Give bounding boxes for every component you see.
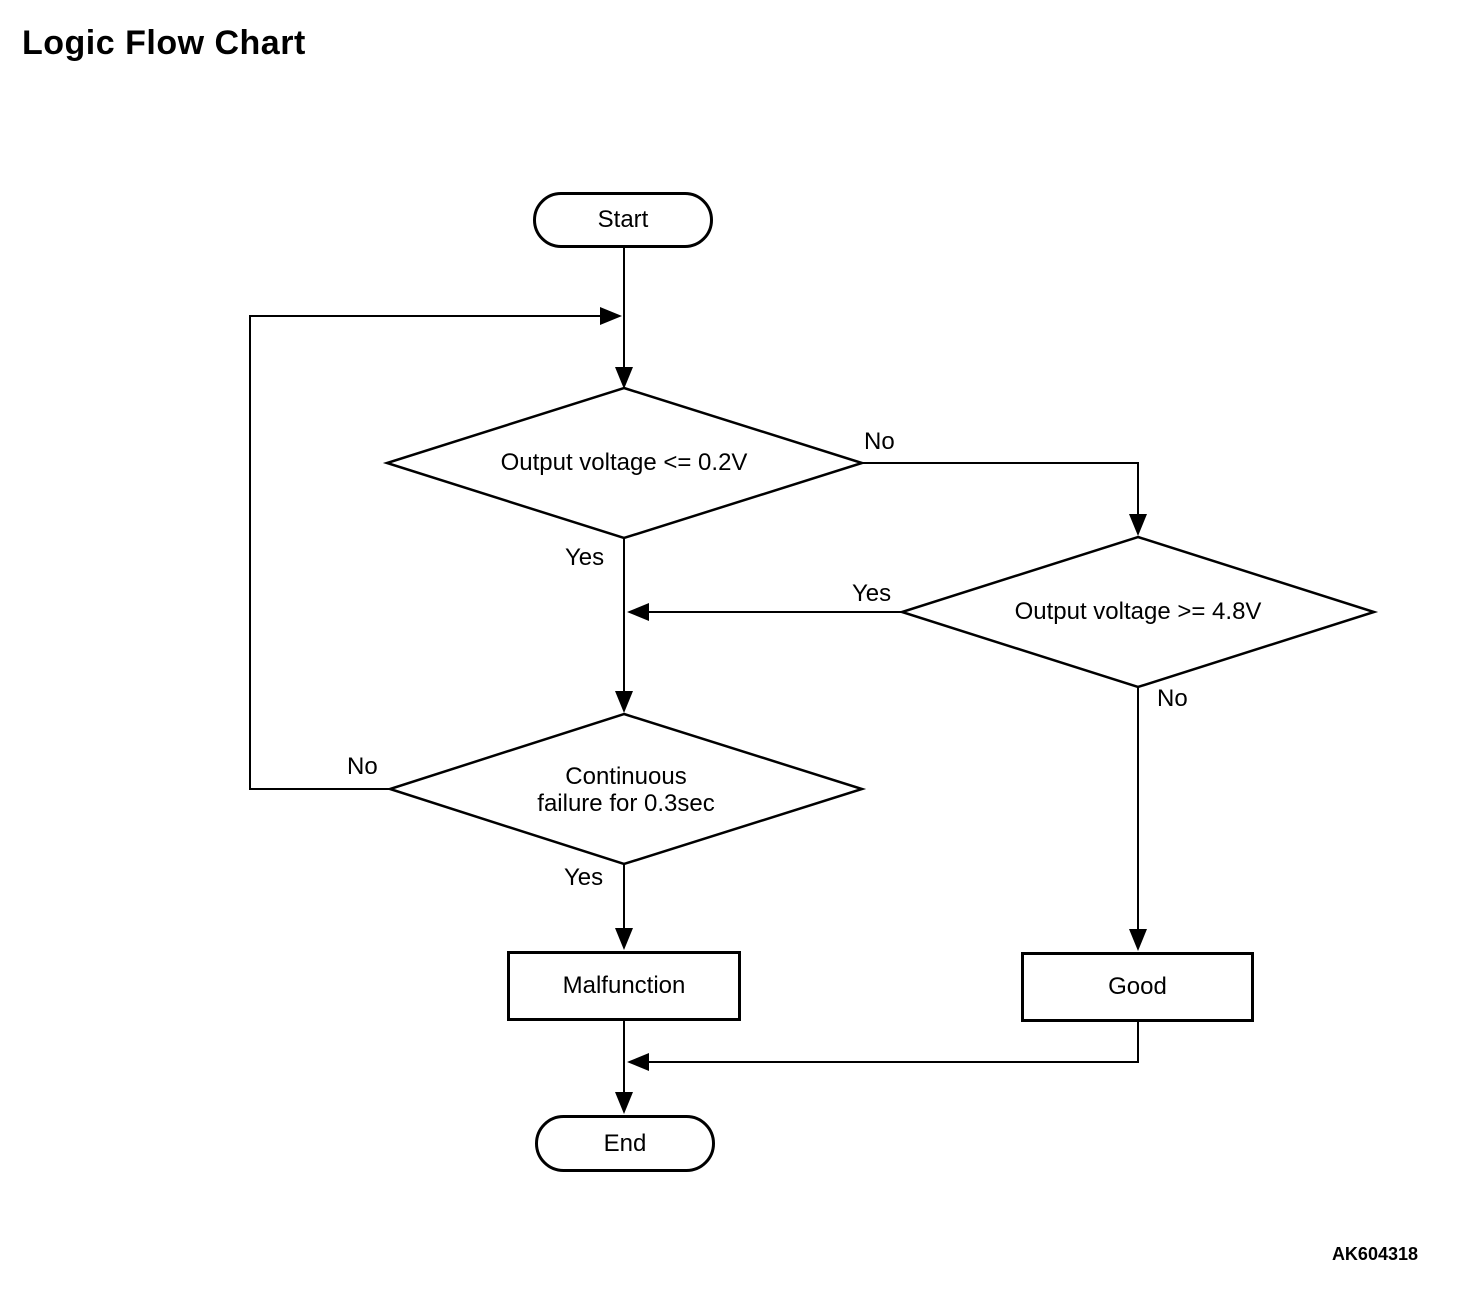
decision2-label: Output voltage >= 4.8V <box>1014 598 1262 625</box>
malfunction-node: Malfunction <box>507 951 741 1021</box>
end-node-label: End <box>603 1129 647 1157</box>
start-node-label: Start <box>597 206 649 233</box>
arrowhead-decision2-yes-join <box>627 603 649 621</box>
decision2-no-label: No <box>1157 685 1188 712</box>
arrowhead-into-decision3 <box>615 691 633 713</box>
decision1-label: Output voltage <= 0.2V <box>500 449 748 476</box>
connector-decision1-no <box>862 462 1139 516</box>
connector-loopback-no <box>249 315 600 790</box>
good-node-label: Good <box>1108 973 1167 1000</box>
arrowhead-into-decision1 <box>615 367 633 389</box>
page-title: Logic Flow Chart <box>22 24 306 62</box>
malfunction-node-label: Malfunction <box>562 972 686 999</box>
decision2-yes-label: Yes <box>852 580 892 607</box>
arrowhead-into-end <box>615 1092 633 1114</box>
decision3-yes-label: Yes <box>564 864 604 891</box>
decision1-no-label: No <box>864 428 895 455</box>
start-node: Start <box>533 192 713 248</box>
decision3-label: Continuous failure for 0.3sec <box>456 763 796 817</box>
decision3-diamond-shape <box>385 712 867 866</box>
end-node: End <box>535 1115 715 1172</box>
arrowhead-into-good <box>1129 929 1147 951</box>
decision3-no-label: No <box>347 753 378 780</box>
figure-id: AK604318 <box>1331 1244 1418 1264</box>
arrowhead-loopback-join <box>600 307 622 325</box>
arrowhead-into-decision2 <box>1129 514 1147 536</box>
decision3-label-line2: failure for 0.3sec <box>537 790 715 817</box>
good-node: Good <box>1021 952 1254 1022</box>
decision1-diamond-shape <box>382 386 867 540</box>
decision1-yes-label: Yes <box>565 544 605 571</box>
decision2-diamond-shape <box>897 535 1379 689</box>
arrowhead-good-join <box>627 1053 649 1071</box>
decision3-label-line1: Continuous <box>565 763 687 790</box>
connector-good-to-join <box>649 1022 1139 1063</box>
arrowhead-into-malfunction <box>615 928 633 950</box>
